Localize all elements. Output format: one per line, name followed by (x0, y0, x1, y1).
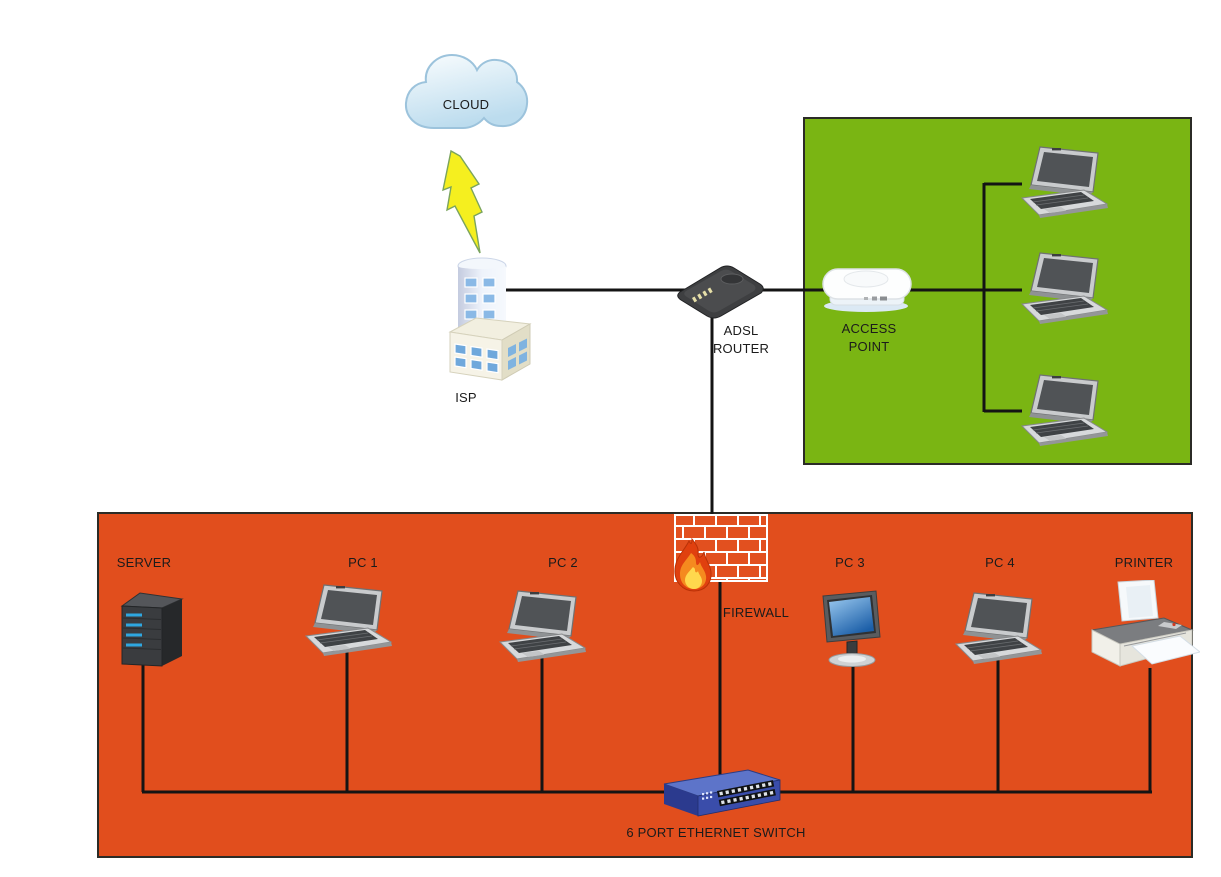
cloud-label: CLOUD (442, 97, 490, 112)
isp-building-icon (448, 256, 534, 382)
printer-icon (1086, 580, 1200, 675)
pc3-monitor-icon (818, 590, 888, 670)
server-label: SERVER (116, 555, 172, 570)
pc3-label: PC 3 (835, 555, 865, 570)
wireless-laptop-2-icon (1016, 252, 1111, 324)
wireless-laptop-1-icon (1016, 146, 1111, 218)
pc4-laptop-icon (950, 592, 1045, 664)
pc2-label: PC 2 (548, 555, 578, 570)
firewall-icon (672, 513, 768, 595)
cloud-icon (400, 46, 532, 138)
adsl-router-icon (668, 256, 770, 322)
pc4-label: PC 4 (985, 555, 1015, 570)
pc2-laptop-icon (494, 590, 589, 662)
adsl-router-label: ADSL ROUTER (712, 323, 770, 356)
switch-label: 6 PORT ETHERNET SWITCH (626, 825, 806, 840)
server-tower-icon (110, 580, 192, 670)
ethernet-switch-icon (660, 766, 782, 822)
wireless-laptop-3-icon (1016, 374, 1111, 446)
printer-label: PRINTER (1114, 555, 1174, 570)
isp-label: ISP (455, 390, 477, 405)
pc1-laptop-icon (300, 584, 395, 656)
access-point-label: ACCESS POINT (841, 321, 897, 354)
pc1-label: PC 1 (348, 555, 378, 570)
lightning-link-icon (438, 148, 488, 256)
lan-zone (97, 512, 1193, 858)
firewall-label: FIREWALL (722, 605, 790, 620)
access-point-icon (818, 264, 918, 314)
